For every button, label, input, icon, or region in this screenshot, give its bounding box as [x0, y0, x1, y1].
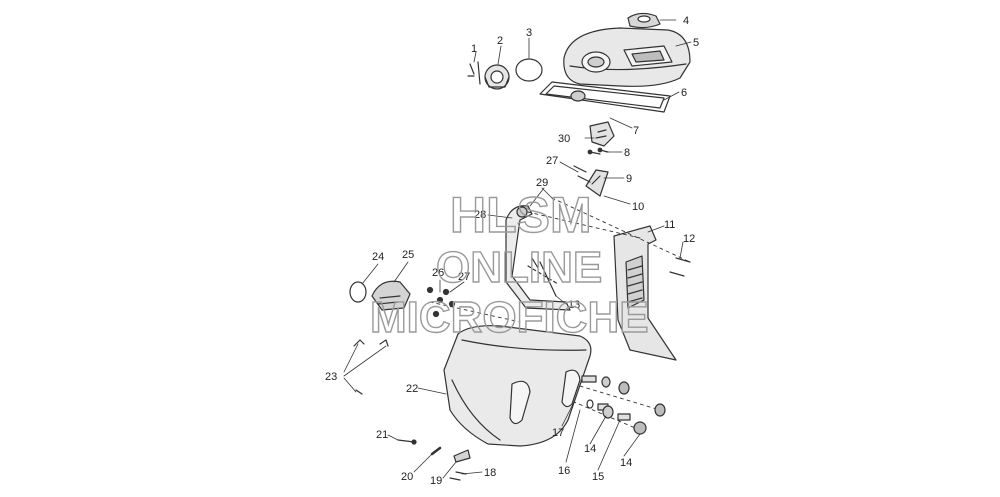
callout-18: 18 — [484, 467, 496, 479]
leader-lines — [343, 19, 692, 479]
callout-5: 5 — [693, 37, 699, 49]
callout-6: 6 — [681, 87, 687, 99]
callout-29: 29 — [536, 177, 548, 189]
callout-12: 12 — [683, 233, 695, 245]
side-panel-part-11 — [613, 225, 677, 361]
hardware-part-26 — [426, 286, 456, 318]
callout-23: 23 — [325, 371, 337, 383]
callout-14b: 14 — [620, 457, 632, 469]
callout-30: 30 — [558, 133, 570, 145]
gasket-part-6 — [539, 81, 671, 113]
spacers-part-14 — [581, 375, 666, 435]
callout-8: 8 — [624, 147, 630, 159]
callout-27b: 27 — [458, 271, 470, 283]
saddlebag-part-22 — [443, 325, 592, 447]
watermark-hlsm: HLSM — [450, 187, 592, 243]
callout-4: 4 — [683, 15, 689, 27]
watermark-microfiche: MICROFICHE — [370, 293, 649, 342]
o-ring-part-3 — [515, 58, 543, 82]
cover-part-4 — [627, 12, 661, 29]
callout-7: 7 — [633, 125, 639, 137]
mount-bracket-part-13 — [505, 205, 571, 311]
pump-bracket-part-30 — [589, 121, 615, 147]
callout-3: 3 — [526, 27, 532, 39]
latch-straps-part-23 — [353, 339, 389, 395]
callout-25: 25 — [402, 249, 414, 261]
latch-plate-part-9 — [585, 169, 609, 197]
callout-1: 1 — [471, 43, 477, 55]
callout-26: 26 — [432, 267, 444, 279]
seal-part-24 — [349, 281, 367, 303]
callout-21: 21 — [376, 429, 388, 441]
watermark-online: ONLINE — [436, 243, 602, 292]
fasteners-part-27-upper — [573, 165, 591, 183]
callout-2: 2 — [497, 35, 503, 47]
callout-13: 13 — [568, 299, 580, 311]
callout-11: 11 — [664, 219, 675, 231]
callout-10: 10 — [632, 201, 644, 213]
callout-15: 15 — [592, 471, 604, 483]
callout-24: 24 — [372, 251, 384, 263]
filler-cap-part-2 — [484, 64, 510, 90]
screw-part-1 — [467, 61, 481, 85]
screws-part-8 — [587, 147, 609, 155]
fuel-tank-part-5 — [563, 27, 691, 87]
callout-17: 17 — [552, 427, 564, 439]
callout-22: 22 — [406, 383, 418, 395]
callout-27a: 27 — [546, 155, 558, 167]
tail-light-part-25 — [371, 280, 411, 311]
callout-28: 28 — [474, 209, 486, 221]
callout-16: 16 — [558, 465, 570, 477]
callout-9: 9 — [626, 173, 632, 185]
callout-14a: 14 — [584, 443, 596, 455]
callout-19: 19 — [430, 475, 442, 487]
callout-20: 20 — [401, 471, 413, 483]
